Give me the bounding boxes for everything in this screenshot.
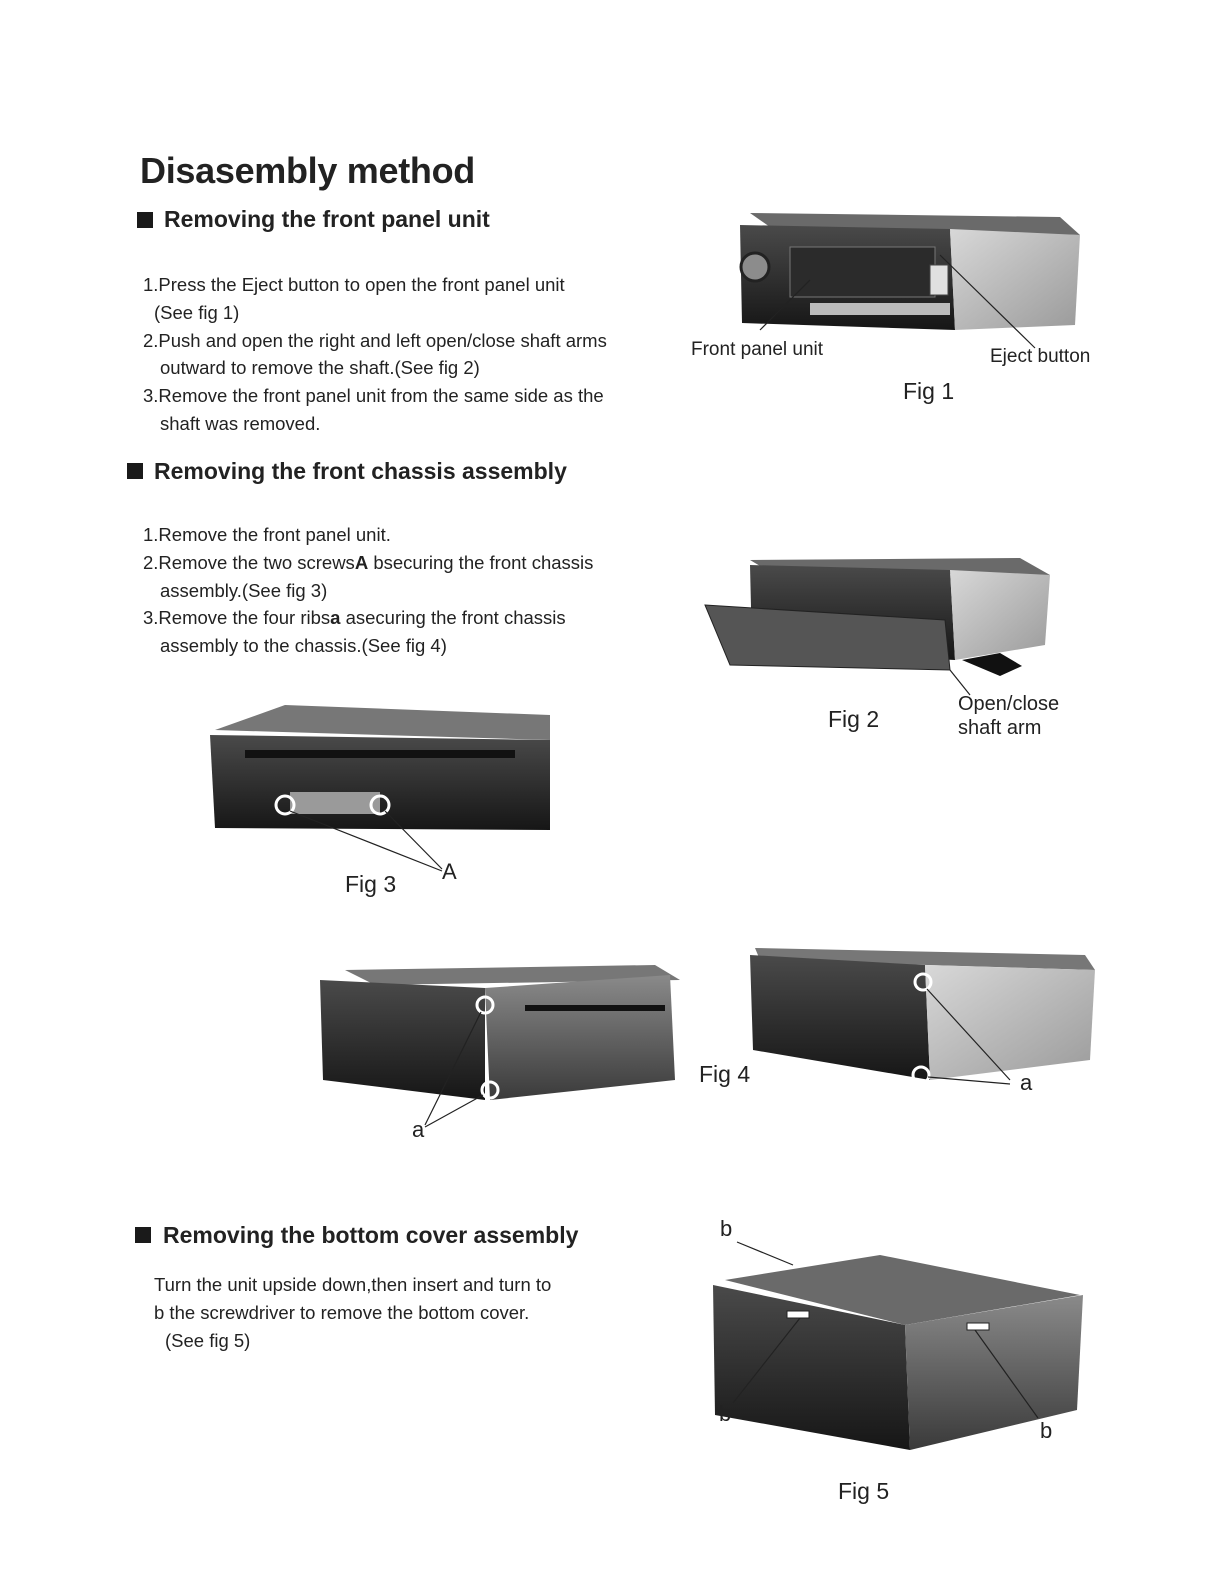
unit-side: [950, 229, 1080, 330]
slot: [525, 1005, 665, 1011]
unit-top: [755, 948, 1095, 970]
rib-circle: [911, 1065, 931, 1085]
unit-side: [950, 570, 1050, 660]
fig1-label-front-panel: Front panel unit: [691, 339, 824, 360]
step-line: 2.Push and open the right and left open/…: [143, 329, 607, 351]
screwdriver-slot: [966, 1322, 990, 1331]
step-line: (See fig 1): [154, 301, 240, 323]
section-heading-bottom-cover: Removing the bottom cover assembly: [163, 1222, 579, 1248]
step-line: assembly to the chassis.(See fig 4): [160, 635, 447, 657]
fig1-photo: [739, 213, 1080, 349]
fig5-photo: [713, 1241, 1083, 1450]
connector: [290, 792, 380, 814]
slot: [245, 750, 515, 758]
rib-circle: [480, 1080, 500, 1100]
step-line: 3.Remove the four ribsa asecuring the fr…: [143, 604, 593, 632]
step-text: 3.Remove the four ribs: [143, 607, 331, 629]
step-line: shaft was removed.: [160, 412, 321, 434]
fig5-caption: Fig 5: [838, 1478, 890, 1504]
fig4-label-rib-left: a: [412, 1117, 425, 1142]
section-heading-front-chassis: Removing the front chassis assembly: [154, 458, 567, 484]
leader-line: [732, 1317, 801, 1404]
leader-line: [736, 1241, 794, 1266]
fig5-label-left: b: [719, 1401, 732, 1426]
step-line: b the screwdriver to remove the bottom c…: [154, 1301, 530, 1323]
step-line: Turn the unit upside down,then insert an…: [154, 1274, 552, 1295]
unit-top: [750, 213, 1080, 235]
step-line: assembly.(See fig 3): [160, 579, 328, 601]
screw-label-ref: A: [354, 551, 369, 573]
leader-line: [927, 1076, 1011, 1085]
leader-line: [384, 810, 443, 870]
step-text: bsecuring the front chassis: [368, 551, 594, 573]
unit-side: [320, 980, 485, 1100]
leader-line: [424, 1011, 482, 1126]
leader-line: [939, 254, 1036, 349]
screw-circle: [369, 794, 391, 816]
step-line: 1.Remove the front panel unit.: [143, 524, 391, 545]
fig2-label-arm-1: Open/close: [958, 693, 1060, 715]
page-title: Disasembly method: [140, 150, 476, 191]
button-row: [810, 303, 950, 315]
leader-line: [949, 669, 971, 696]
leader-line: [759, 279, 811, 331]
fig3-photo: [210, 705, 550, 872]
unit-front: [485, 975, 675, 1100]
rib-circle: [913, 972, 933, 992]
rib-circle: [475, 995, 495, 1015]
fig5-label-top: b: [720, 1216, 733, 1241]
fig1-label-eject: Eject button: [990, 346, 1091, 367]
fig1-caption: Fig 1: [903, 378, 955, 404]
step-line: 3.Remove the front panel unit from the s…: [143, 385, 604, 407]
section-bullet-icon: [135, 1227, 151, 1243]
step-text: asecuring the front chassis: [340, 607, 566, 629]
unit-top: [345, 965, 680, 985]
screw-circle: [274, 794, 296, 816]
leader-line: [926, 988, 1011, 1081]
fig4-right-photo: [750, 948, 1095, 1085]
screwdriver-slot: [786, 1310, 810, 1319]
eject-button-shape: [929, 264, 949, 296]
fig4-caption: Fig 4: [699, 1061, 751, 1087]
fig5-label-right: b: [1040, 1418, 1053, 1443]
section-bullet-icon: [127, 463, 143, 479]
fig3-label-screw: A: [442, 859, 457, 884]
step-text: 2.Remove the two screws: [143, 551, 355, 573]
rib-label-ref: a: [330, 607, 341, 629]
step-line: outward to remove the shaft.(See fig 2): [160, 357, 480, 379]
fig4-label-rib-right: a: [1020, 1070, 1033, 1095]
unit-side: [905, 1295, 1083, 1450]
leader-line: [289, 810, 443, 872]
fig3-caption: Fig 3: [345, 871, 397, 897]
leader-line: [424, 1094, 484, 1128]
display-window: [789, 246, 936, 298]
fig2-caption: Fig 2: [828, 706, 880, 732]
front-chassis-steps: 1.Remove the front panel unit. 2.Remove …: [143, 521, 593, 660]
arrow-icon: [962, 653, 1022, 676]
step-line: 1.Press the Eject button to open the fro…: [143, 274, 565, 295]
bottom-cover-steps: Turn the unit upside down,then insert an…: [154, 1271, 551, 1354]
fig2-photo: [704, 558, 1050, 696]
unit-top: [725, 1255, 1080, 1325]
unit-side: [925, 965, 1095, 1080]
fig2-label-arm-2: shaft arm: [958, 717, 1042, 739]
unit-top: [215, 705, 550, 740]
step-line: (See fig 5): [165, 1329, 251, 1351]
unit-front: [713, 1285, 910, 1450]
fig4-left-photo: [320, 965, 680, 1128]
section-heading-front-panel: Removing the front panel unit: [164, 206, 490, 232]
unit-front: [210, 735, 550, 830]
section-bullet-icon: [137, 212, 153, 228]
unit-front: [750, 955, 930, 1080]
volume-knob: [739, 251, 771, 283]
step-line: 2.Remove the two screwsA bsecuring the f…: [143, 549, 593, 577]
leader-line: [974, 1329, 1039, 1419]
front-panel-steps: 1.Press the Eject button to open the fro…: [143, 271, 607, 438]
